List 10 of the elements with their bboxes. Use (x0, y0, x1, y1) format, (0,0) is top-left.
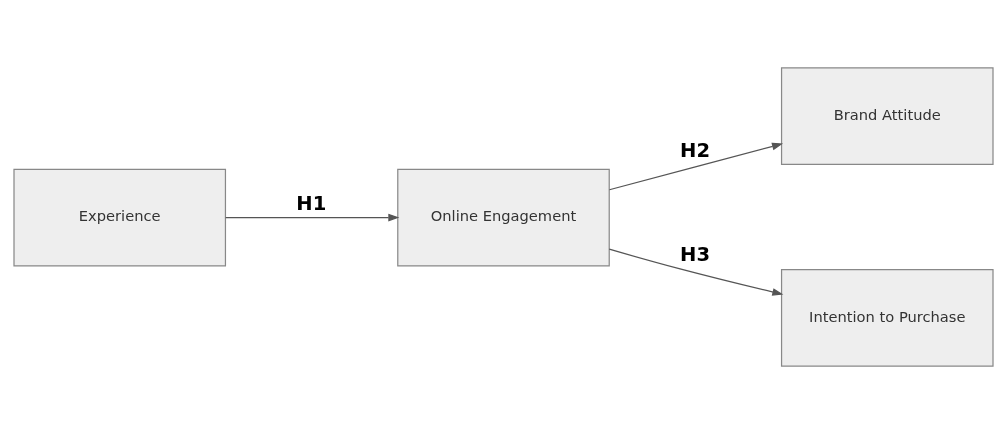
edge-label: H1 (296, 191, 327, 215)
node-box: Brand Attitude (780, 66, 994, 165)
arrow (225, 213, 400, 221)
arrow (608, 142, 784, 190)
node-box: Experience (13, 168, 227, 266)
node-box: Intention to Purchase (780, 268, 994, 367)
edge-label: H2 (680, 138, 711, 162)
node-box: Online Engagement (397, 168, 610, 266)
arrow (608, 248, 784, 296)
edge-label: H3 (680, 242, 711, 266)
